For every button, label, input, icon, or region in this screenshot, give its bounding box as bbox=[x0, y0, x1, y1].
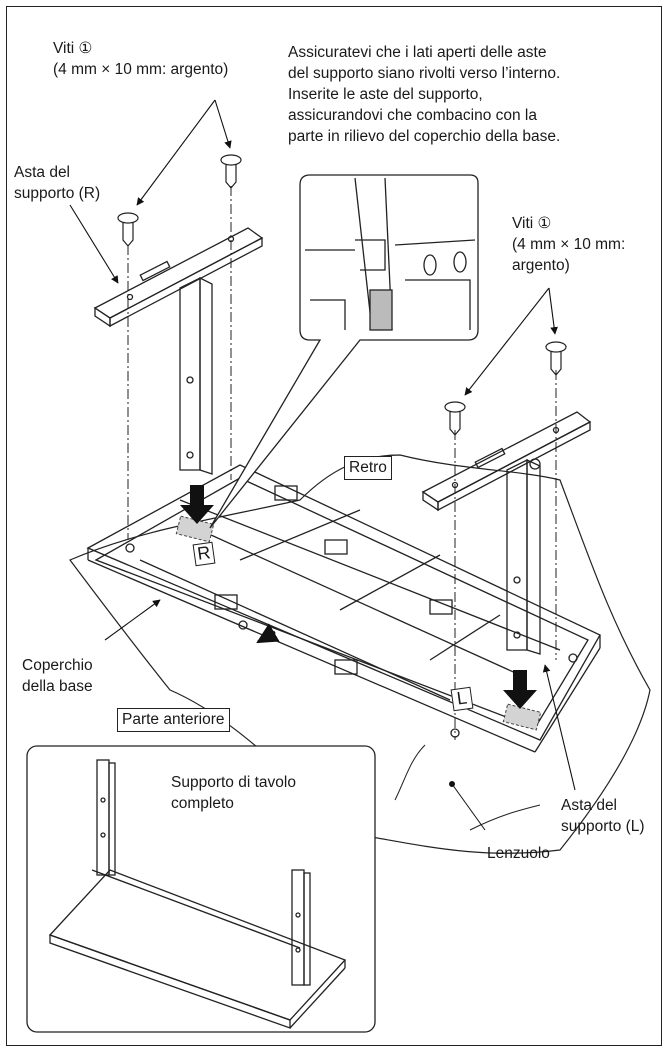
mark-l: L bbox=[450, 686, 474, 712]
completed-stand bbox=[48, 759, 347, 1029]
base-cover bbox=[86, 464, 601, 753]
detail-callout bbox=[209, 174, 479, 529]
stand-rod-l bbox=[421, 411, 592, 655]
screws-right-label: Viti ① (4 mm × 10 mm: argento) bbox=[512, 215, 626, 274]
slot-l bbox=[502, 703, 542, 731]
stand-rod-l-label: Asta del supporto (L) bbox=[561, 797, 645, 835]
insert-arrow-r bbox=[180, 485, 214, 524]
back-label: Retro bbox=[344, 456, 392, 480]
front-label: Parte anteriore bbox=[117, 708, 230, 732]
figure-frame bbox=[6, 6, 662, 1046]
sheet-cloth bbox=[69, 454, 651, 854]
inset-box bbox=[26, 745, 376, 1033]
screw-right bbox=[444, 341, 567, 436]
front-arrow bbox=[256, 623, 280, 644]
insert-arrow-l bbox=[503, 670, 537, 709]
stand-rod-r bbox=[93, 227, 264, 475]
completed-stand-label: Supporto di tavolo completo bbox=[171, 774, 296, 812]
stand-rod-r-label: Asta del supporto (R) bbox=[14, 164, 101, 202]
screw-left-1 bbox=[117, 154, 242, 247]
sheet-label: Lenzuolo bbox=[487, 845, 550, 862]
instruction-text: Assicuratevi che i lati aperti delle ast… bbox=[288, 44, 561, 145]
base-cover-label: Coperchio della base bbox=[22, 657, 93, 695]
mark-r: R bbox=[192, 541, 216, 567]
screws-left-label: Viti ① (4 mm × 10 mm: argento) bbox=[53, 40, 229, 78]
